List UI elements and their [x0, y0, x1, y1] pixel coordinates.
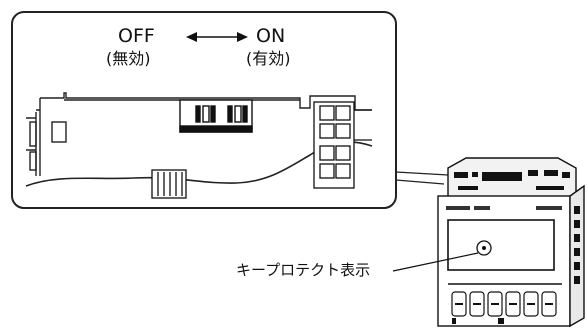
toggle-direction-arrow-icon — [186, 32, 248, 42]
magnified-inset — [11, 11, 397, 209]
bottom-connector — [151, 169, 187, 199]
display-window — [447, 219, 555, 271]
on-sub-label: (有効) — [246, 49, 291, 68]
device-body — [437, 157, 585, 328]
callout-leader-line — [392, 252, 479, 272]
off-label: OFF — [118, 25, 155, 47]
on-label: ON — [256, 25, 286, 47]
zoom-leader-lines — [395, 171, 449, 185]
terminal-column — [313, 101, 372, 189]
front-button-row — [451, 291, 557, 317]
dip-switch-block — [179, 99, 253, 133]
top-vents — [454, 170, 570, 190]
off-sub-label: (無効) — [106, 49, 151, 68]
brand-strip — [446, 206, 562, 210]
key-protect-callout-label: キープロテクト表示 — [236, 261, 371, 279]
side-vents — [574, 206, 580, 284]
bottom-tabs — [452, 318, 504, 324]
